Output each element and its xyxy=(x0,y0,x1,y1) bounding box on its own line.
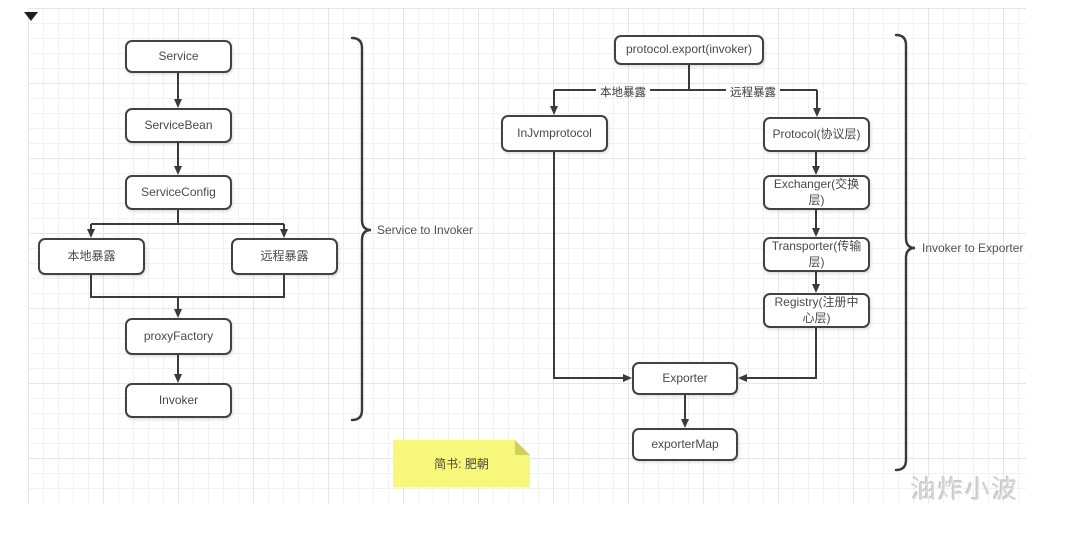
watermark-text: 油炸小波 xyxy=(911,476,1020,504)
right-brace xyxy=(894,33,916,472)
sticky-note[interactable]: 简书: 肥朝 xyxy=(393,440,530,487)
sticky-note-text: 简书: 肥朝 xyxy=(434,457,489,471)
edge-label-remote-expose: 远程暴露 xyxy=(730,87,776,99)
node-invoker[interactable]: Invoker xyxy=(125,383,232,418)
node-exportermap[interactable]: exporterMap xyxy=(632,428,738,461)
node-remote-expose[interactable]: 远程暴露 xyxy=(231,238,338,275)
node-injvmprotocol[interactable]: InJvmprotocol xyxy=(501,115,608,152)
node-local-expose[interactable]: 本地暴露 xyxy=(38,238,145,275)
node-protocol-layer[interactable]: Protocol(协议层) xyxy=(763,117,870,152)
node-exporter[interactable]: Exporter xyxy=(632,362,738,395)
node-proxyfactory[interactable]: proxyFactory xyxy=(125,318,232,355)
node-protocol-export[interactable]: protocol.export(invoker) xyxy=(614,35,764,65)
edge-label-local-expose: 本地暴露 xyxy=(600,87,646,99)
right-brace-label: Invoker to Exporter xyxy=(922,241,1024,255)
node-registry[interactable]: Registry(注册中心层) xyxy=(763,293,870,328)
node-exchanger[interactable]: Exchanger(交换层) xyxy=(763,175,870,210)
node-serviceconfig[interactable]: ServiceConfig xyxy=(125,175,232,210)
left-brace-label: Service to Invoker xyxy=(377,223,474,237)
node-servicebean[interactable]: ServiceBean xyxy=(125,108,232,143)
collapse-arrow-icon[interactable] xyxy=(24,12,38,21)
left-brace xyxy=(350,36,372,422)
node-transporter[interactable]: Transporter(传输层) xyxy=(763,237,870,272)
node-service[interactable]: Service xyxy=(125,40,232,73)
